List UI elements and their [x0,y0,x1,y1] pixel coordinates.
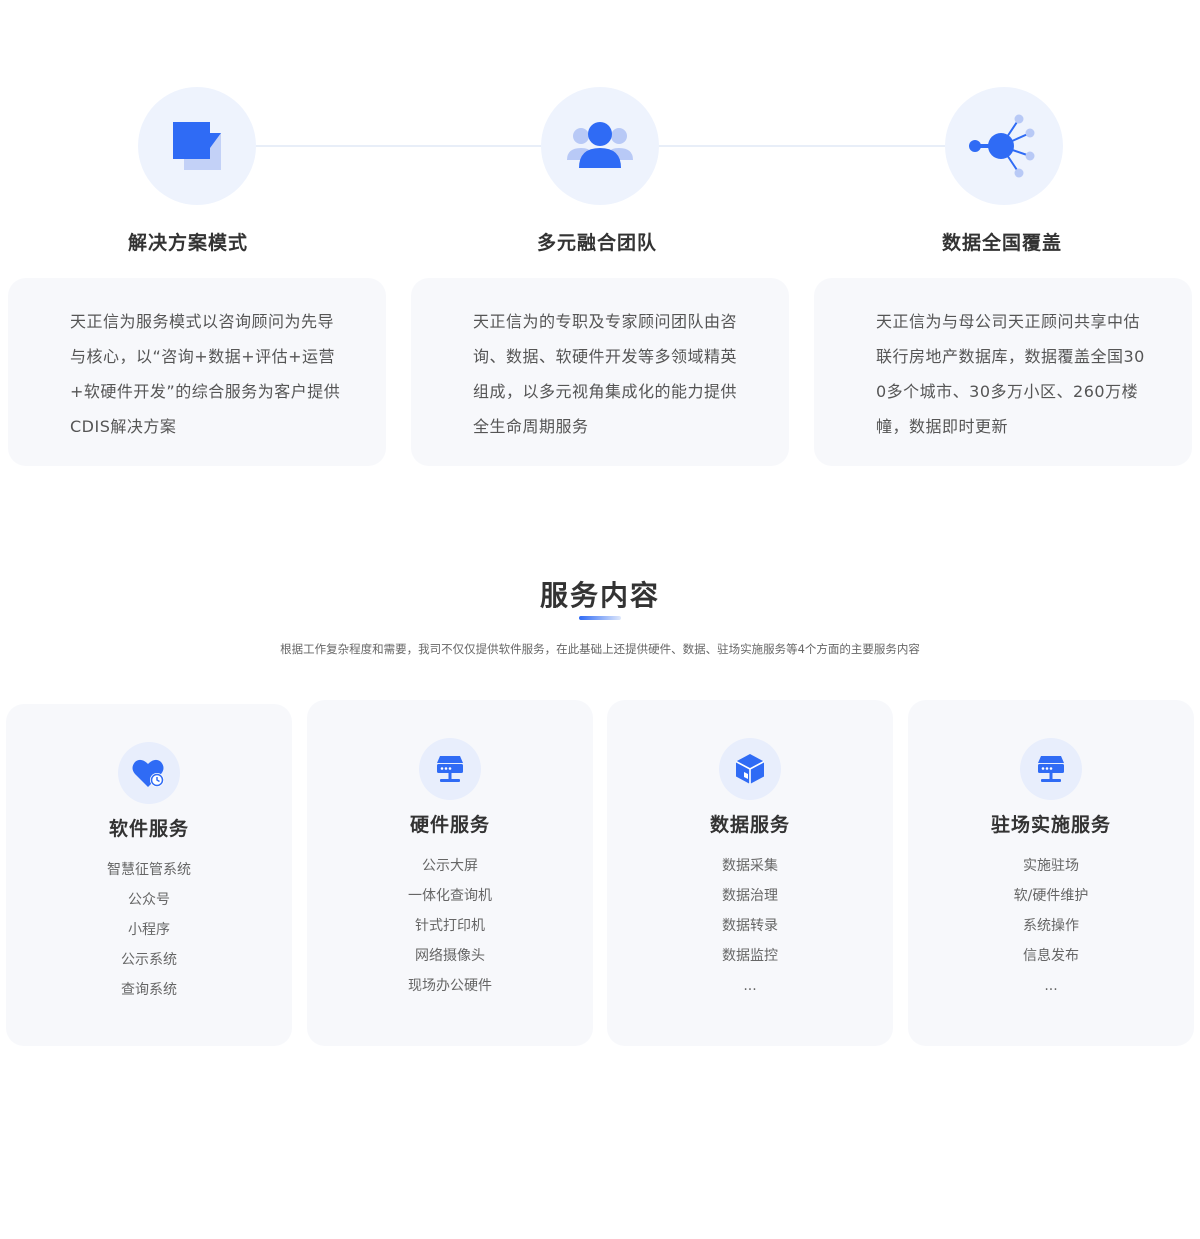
team-icon [567,122,633,168]
service-item: 数据监控 [722,948,778,964]
feature-title: 数据全国覆盖 [941,232,1062,254]
service-card: 软件服务 智慧征管系统 公众号 小程序 公示系统 查询系统 [6,704,292,1046]
service-icon-circle [419,738,481,800]
feature-desc: 天正信为与母公司天正顾问共享中估联行房地产数据库，数据覆盖全国300多个城市、3… [876,312,1145,436]
service-title: 数据服务 [709,814,790,836]
service-item: 系统操作 [1023,918,1079,934]
service-item: ... [743,978,757,994]
service-item: 智慧征管系统 [107,862,191,878]
feature-card: 天正信为与母公司天正顾问共享中估联行房地产数据库，数据覆盖全国300多个城市、3… [814,278,1192,466]
service-card: 数据服务 数据采集 数据治理 数据转录 数据监控 ... [607,700,893,1046]
service-list: 实施驻场 软/硬件维护 系统操作 信息发布 ... [908,851,1194,1001]
service-item: 公示大屏 [422,858,478,874]
service-item: 针式打印机 [415,918,485,934]
service-item: 公众号 [128,892,170,908]
service-icon-circle [118,742,180,804]
service-item: ... [1044,978,1058,994]
feature-card: 天正信为的专职及专家顾问团队由咨询、数据、软硬件开发等多领域精英组成，以多元视角… [411,278,789,466]
cube-icon [735,754,765,784]
service-item: 数据治理 [722,888,778,904]
server-icon [437,756,463,782]
service-list: 数据采集 数据治理 数据转录 数据监控 ... [607,851,893,1001]
service-list: 公示大屏 一体化查询机 针式打印机 网络摄像头 现场办公硬件 [307,851,593,1001]
feature-desc: 天正信为服务模式以咨询顾问为先导与核心，以“咨询+数据+评估+运营+软硬件开发”… [70,312,341,436]
service-card: 驻场实施服务 实施驻场 软/硬件维护 系统操作 信息发布 ... [908,700,1194,1046]
feature-icon-circle [945,87,1063,205]
section-title-underline [579,616,621,620]
service-title: 硬件服务 [409,814,490,836]
feature-title: 多元融合团队 [536,232,657,254]
server-icon [1038,756,1064,782]
feature-card: 天正信为服务模式以咨询顾问为先导与核心，以“咨询+数据+评估+运营+软硬件开发”… [8,278,386,466]
service-item: 网络摄像头 [415,948,485,964]
service-icon-circle [719,738,781,800]
service-item: 一体化查询机 [408,888,492,904]
section-subtitle: 根据工作复杂程度和需要，我司不仅仅提供软件服务，在此基础上还提供硬件、数据、驻场… [280,642,920,656]
feature-icon-circle [138,87,256,205]
heart-clock-icon [132,759,164,787]
service-item: 信息发布 [1023,948,1079,964]
service-item: 数据采集 [722,858,778,874]
feature-desc: 天正信为的专职及专家顾问团队由咨询、数据、软硬件开发等多领域精英组成，以多元视角… [473,312,738,436]
service-item: 公示系统 [121,952,177,968]
service-item: 现场办公硬件 [408,978,492,994]
service-item: 小程序 [128,922,170,938]
squares-icon [173,122,221,170]
feature-title: 解决方案模式 [127,232,248,254]
service-item: 数据转录 [722,918,778,934]
network-icon [969,114,1035,178]
service-item: 查询系统 [121,982,177,998]
service-title: 软件服务 [108,818,189,840]
service-item: 实施驻场 [1023,858,1079,874]
feature-icon-circle [541,87,659,205]
service-list: 智慧征管系统 公众号 小程序 公示系统 查询系统 [6,855,292,1005]
service-icon-circle [1020,738,1082,800]
service-card: 硬件服务 公示大屏 一体化查询机 针式打印机 网络摄像头 现场办公硬件 [307,700,593,1046]
service-item: 软/硬件维护 [1013,888,1089,904]
section-title: 服务内容 [539,579,660,612]
service-title: 驻场实施服务 [990,814,1111,836]
